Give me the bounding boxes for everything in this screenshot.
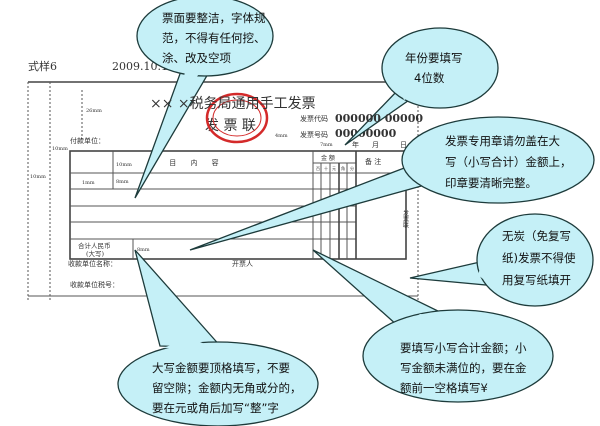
unit-jiao: 角 <box>341 165 345 171</box>
callout-text: 发票专用章请勿盖在大 <box>445 134 560 148</box>
svg-text:发票专用章请勿盖在大写（小写合计）金额上，印章要清晰完整。: 发票专用章请勿盖在大写（小写合计）金额上， 印章要清晰完整。 <box>445 134 572 190</box>
callout-text: 大写金额要顶格填写，不要 <box>152 361 290 375</box>
callout-text: 印章要清晰完整。 <box>445 176 537 190</box>
column-amount: 金 额 <box>321 154 335 162</box>
invoice-number-label: 发票号码 <box>300 130 328 139</box>
dim-label: 8mm <box>116 179 129 185</box>
total-label: 合计人民币 <box>78 241 111 250</box>
callout-text: 用复写纸填开 <box>502 273 571 287</box>
svg-text:要填写小写合计金额；小写金额未满位的，要在金额前一空格填写¥: 要填写小写合计金额；小写金额未满位的，要在金额前一空格填写¥ <box>400 341 527 395</box>
column-item: 项 目 内 容 <box>148 158 225 167</box>
callout-text: 额前一空格填写¥ <box>400 381 488 395</box>
month-label: 月 <box>372 141 379 149</box>
callout-text: 要填写小写合计金额；小 <box>400 341 527 355</box>
dim-label: 10mm <box>116 162 132 168</box>
invoice-code: 000000 00000 <box>335 112 423 125</box>
callout-text: 要在元或角后加写“整”字 <box>152 401 279 415</box>
callout-text: 涂、改及空项 <box>162 51 231 65</box>
dim-label: 8mm <box>137 247 150 253</box>
payee-name-label: 收款单位名称： <box>68 259 117 268</box>
callout-text: 留空隙；金额内无角或分的， <box>152 381 302 395</box>
invoice-number: 00000000 <box>335 127 397 140</box>
payer-label: 付款单位： <box>70 136 105 145</box>
dim-label: 26mm <box>86 108 102 114</box>
year-label: 年 <box>352 140 359 149</box>
dim-label: 4mm <box>275 133 288 139</box>
callout-text: 年份要填写 <box>405 51 463 65</box>
payee-tax-label: 收款单位税号： <box>70 280 119 289</box>
svg-text:无炭（免复写纸)发票不得使用复写纸填开: 无炭（免复写纸)发票不得使用复写纸填开 <box>502 229 576 287</box>
svg-text:大写金额要顶格填写，不要留空隙；金额内无角或分的，要在元或角: 大写金额要顶格填写，不要留空隙；金额内无角或分的， 要在元或角后加写“整”字 <box>152 361 302 415</box>
unit-ten: 十 <box>324 165 328 171</box>
callout-lowercase-amount: 要填写小写合计金额；小写金额未满位的，要在金额前一空格填写¥ <box>312 249 554 403</box>
callout-stamp: 发票专用章请勿盖在大写（小写合计）金额上， 印章要清晰完整。 <box>189 116 595 251</box>
total-label-uppercase: (大写) <box>86 249 105 258</box>
dim-label: 10mm <box>30 174 46 180</box>
column-remarks: 备 注 <box>365 157 381 166</box>
callout-text: 纸)发票不得使 <box>502 251 576 265</box>
svg-text:票面要整洁，字体规范，不得有任何挖、涂、改及空项: 票面要整洁，字体规范，不得有任何挖、涂、改及空项 <box>162 11 266 65</box>
callout-text: 写金额未满位的，要在金 <box>400 361 527 375</box>
dim-label: 10mm <box>52 146 68 152</box>
invoice-form-topmost-text: ×× ×税务局通用手工发票 000000 00000 <box>150 96 423 125</box>
dim-label: 1mm <box>82 180 95 186</box>
callout-year: 年份要填写 4位数 <box>344 27 499 146</box>
invoice-code-label: 发票代码 <box>300 114 328 123</box>
day-label: 日 <box>400 141 407 149</box>
issuer-label: 开票人 <box>232 260 253 268</box>
callout-uppercase-amount: 大写金额要顶格填写，不要留空隙；金额内无角或分的， 要在元或角后加写“整”字 <box>117 249 319 426</box>
callout-text: 无炭（免复写 <box>502 229 571 243</box>
sample-label: 式样6 <box>28 59 57 73</box>
callout-text: 写（小写合计）金额上， <box>445 155 572 169</box>
side-label: 发票联 <box>402 209 409 229</box>
official-stamp <box>205 92 269 144</box>
invoice-subtitle: 发 票 联 <box>205 118 256 134</box>
callout-carbonless: 无炭（免复写纸)发票不得使用复写纸填开 <box>409 213 594 307</box>
invoice-title: ×× ×税务局通用手工发票 <box>150 96 316 112</box>
callout-text: 范，不得有任何挖、 <box>162 31 266 45</box>
dim-label: 7mm <box>320 142 333 148</box>
callout-text: 票面要整洁，字体规 <box>162 11 266 25</box>
callout-neatness: 票面要整洁，字体规范，不得有任何挖、涂、改及空项 <box>134 0 274 199</box>
unit-hundred: 百 <box>316 166 320 171</box>
callout-text: 4位数 <box>414 71 445 85</box>
unit-fen: 分 <box>350 165 354 171</box>
unit-yuan: 元 <box>332 166 336 171</box>
